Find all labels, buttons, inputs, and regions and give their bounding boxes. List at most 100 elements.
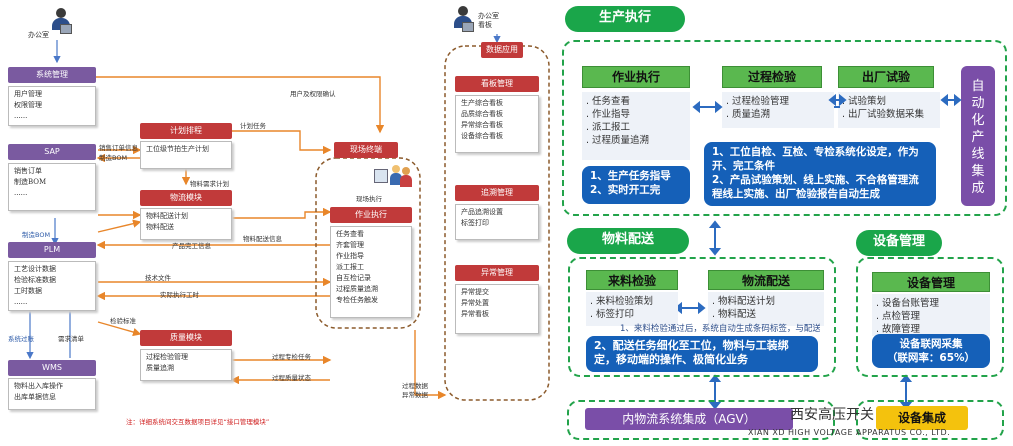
note-inspection: 1、工位自检、互检、专检系统化设定，作为开、完工条件 2、产品试验策划、线上实施… (704, 142, 936, 206)
label-sales-order: 销售订单信息 (99, 144, 138, 152)
work-exec-header: 作业执行 (582, 66, 690, 88)
list-item: 专检任务触发 (336, 296, 378, 304)
label-mfg-bom: 制造BOM (99, 154, 128, 162)
plan-header: 计划排程 (140, 123, 232, 139)
label-prod-done: 产品完工信息 (172, 242, 211, 250)
list-item: 设备综合看板 (461, 132, 503, 140)
list-item: 物料配送计划 (718, 296, 776, 307)
label-quality-status: 过程质量状态 (272, 374, 311, 382)
list-item: 任务查看 (336, 230, 364, 238)
agv-region (567, 400, 835, 440)
material-delivery-region (568, 257, 836, 377)
list-item: 自互检记录 (336, 274, 371, 282)
logistics-delivery-header: 物流配送 (708, 270, 824, 290)
list-item: 异常提交 (461, 288, 489, 296)
logistics-delivery-list: . 物料配送计划 . 物料配送 (708, 292, 824, 326)
logistics-header: 物流模块 (140, 190, 232, 206)
label-plan-task: 计划任务 (240, 122, 266, 130)
work-exec-list: . 任务查看 . 作业指导 . 派工报工 . 过程质量追溯 (582, 92, 690, 160)
equipment-integration: 设备集成 (876, 406, 968, 430)
quality-header: 质量模块 (140, 330, 232, 346)
list-item: 异常看板 (461, 310, 489, 318)
list-item: 设备台账管理 (882, 298, 940, 309)
list-item: 派工报工 (592, 122, 631, 133)
list-item: 工艺设计数据 (14, 265, 56, 273)
list-item: 生产综合看板 (461, 99, 503, 107)
trace-list: 产品追溯设置 标签打印 (455, 204, 539, 240)
incoming-insp-header: 来料检验 (586, 270, 678, 290)
label-anomaly-data: 异常数据 (402, 391, 428, 399)
list-item: 质量追溯 (146, 364, 174, 372)
list-item: 异常综合看板 (461, 121, 503, 129)
equipment-list: . 设备台账管理 . 点检管理 . 故障管理 (872, 294, 990, 336)
list-item: 产品追溯设置 (461, 208, 503, 216)
note-task-guidance: 1、生产任务指导 2、实时开工完 (582, 166, 690, 204)
list-item: ...... (14, 112, 28, 120)
plan-list: 工位级节拍生产计划 (140, 141, 232, 169)
anomaly-list: 异常提交 异常处置 异常看板 (455, 284, 539, 334)
production-exec-title: 生产执行 (565, 6, 685, 32)
note-logistics: 2、配送任务细化至工位，物料与工装绑定，移动端的操作、极简化业务 (586, 336, 818, 372)
data-app-header: 数据应用 (481, 42, 523, 58)
trace-header: 追溯管理 (455, 185, 539, 201)
field-terminal-header: 现场终端 (334, 142, 398, 158)
system-mgmt-header: 系统管理 (8, 67, 96, 83)
sap-list: 销售订单 制造BOM ...... (8, 163, 96, 211)
list-item: 作业指导 (336, 252, 364, 260)
label-mfg-bom2: 制造BOM (22, 231, 51, 239)
label-tech-file: 技术文件 (145, 274, 171, 282)
label-inspect-std: 检验标准 (110, 317, 136, 325)
list-item: ...... (14, 189, 28, 197)
process-insp-header: 过程检验 (722, 66, 822, 88)
list-item: 齐套管理 (336, 241, 364, 249)
list-item: 过程质量追溯 (592, 135, 650, 146)
list-item: 出厂试验数据采集 (848, 109, 925, 120)
label-demand-list: 需求清单 (58, 335, 84, 343)
office-user-icon (50, 8, 72, 36)
list-item: 试验策划 (848, 96, 887, 107)
list-item: 点检管理 (882, 311, 921, 322)
plm-header: PLM (8, 242, 96, 258)
list-item: 用户管理 (14, 90, 42, 98)
list-item: 异常处置 (461, 299, 489, 307)
company-name-cn: 西安高压开关 (790, 407, 874, 423)
label-process-data: 过程数据 (402, 382, 428, 390)
exec-list: 任务查看 齐套管理 作业指导 派工报工 自互检记录 过程质量追溯 专检任务触发 (330, 226, 412, 318)
list-item: 制造BOM (14, 178, 47, 186)
equipment-integration-region (856, 400, 1004, 440)
list-item: 过程检验管理 (146, 353, 188, 361)
company-name-en: XIAN XD HIGH VOLTAGE APPARATUS CO., LTD. (748, 428, 951, 437)
material-delivery-title: 物料配送 (567, 228, 689, 254)
list-item: 来料检验策划 (596, 296, 654, 307)
agv-integration: 内物流系统集成（AGV） (585, 408, 793, 430)
label-mat-delivery: 物料配送信息 (243, 235, 282, 243)
factory-test-header: 出厂试验 (838, 66, 934, 88)
list-item: 品质综合看板 (461, 110, 503, 118)
list-item: 过程质量追溯 (336, 285, 378, 293)
list-item: 物料配送 (718, 309, 757, 320)
equipment-mgmt-title: 设备管理 (856, 230, 942, 256)
list-item: ...... (14, 298, 28, 306)
list-item: 质量追溯 (732, 109, 771, 120)
quality-list: 过程检验管理 质量追溯 (140, 349, 232, 381)
equipment-header: 设备管理 (872, 272, 990, 292)
list-item: 物料出入库操作 (14, 382, 63, 390)
office-label: 办公室 (28, 31, 49, 39)
process-insp-list: . 过程检验管理 . 质量追溯 (722, 92, 834, 128)
office-board-icon (452, 6, 474, 34)
board-list: 生产综合看板 品质综合看板 异常综合看板 设备综合看板 (455, 95, 539, 153)
equipment-network-note: 设备联网采集 （联网率：65%） (872, 334, 990, 368)
plm-list: 工艺设计数据 检验标准数据 工时数据 ...... (8, 261, 96, 311)
label-spec-task: 过程专检任务 (272, 353, 311, 361)
list-item: 物料配送 (146, 223, 174, 231)
list-item: 标签打印 (461, 219, 489, 227)
list-item: 工位级节拍生产计划 (146, 145, 209, 153)
list-item: 检验标准数据 (14, 276, 56, 284)
list-item: 过程检验管理 (732, 96, 790, 107)
list-item: 标签打印 (596, 309, 635, 320)
board-header: 看板管理 (455, 76, 539, 92)
anomaly-header: 异常管理 (455, 265, 539, 281)
auto-line-integration: 自动化产线集成 (961, 66, 995, 206)
list-item: 作业指导 (592, 109, 631, 120)
office-board-label: 办公室看板 (478, 12, 499, 29)
